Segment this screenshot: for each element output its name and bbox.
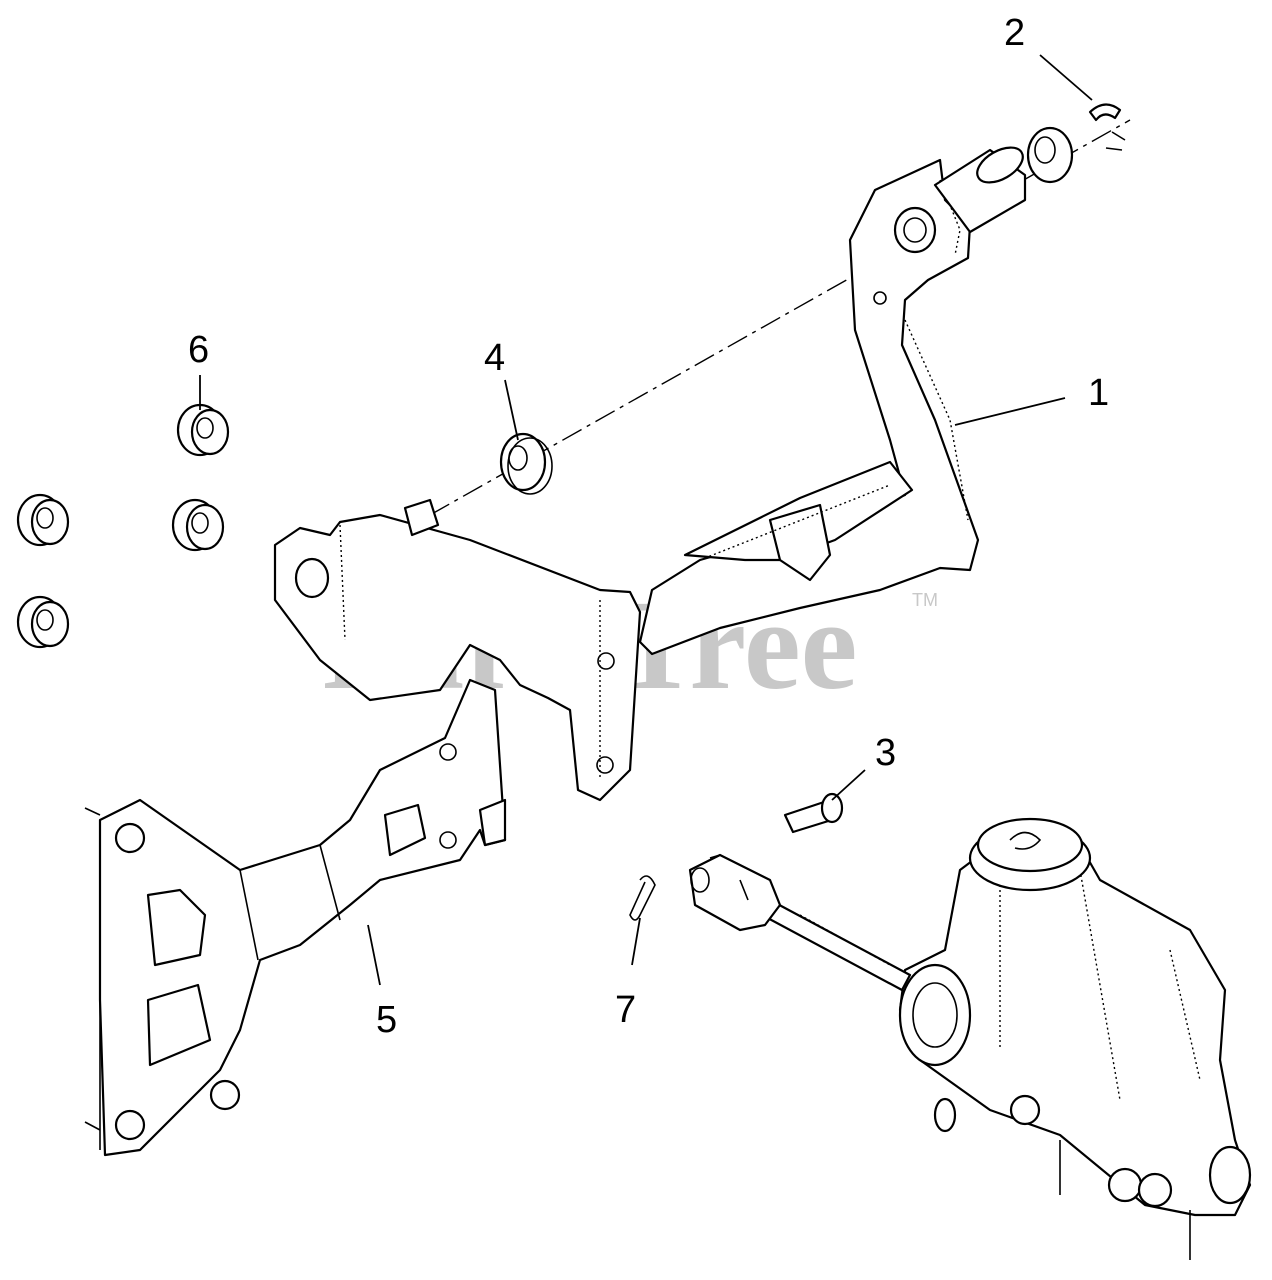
brake-pedal-arm[interactable] [638, 140, 1029, 656]
callout-5: 5 [376, 999, 397, 1041]
hairpin-clip[interactable] [629, 875, 656, 921]
leader-3 [831, 769, 866, 801]
watermark-tm: TM [912, 590, 938, 610]
flange-nut-left-upper[interactable] [16, 493, 70, 547]
lower-mount-bracket[interactable] [84, 678, 507, 1157]
flange-nut-top[interactable] [176, 403, 230, 457]
callout-2: 2 [1004, 12, 1025, 54]
leader-7 [631, 917, 641, 966]
master-cylinder[interactable] [688, 817, 1252, 1260]
pedal-mount-bracket[interactable] [273, 498, 642, 802]
callout-1: 1 [1088, 372, 1109, 414]
flange-nut-left-lower[interactable] [16, 595, 70, 649]
clip-and-bushing[interactable] [1026, 103, 1126, 184]
leader-1 [954, 397, 1066, 426]
callout-7: 7 [615, 989, 636, 1031]
callout-3: 3 [875, 732, 896, 774]
clevis-pin[interactable] [783, 792, 844, 834]
leader-4 [504, 379, 519, 441]
flange-nut-middle[interactable] [171, 498, 225, 552]
pivot-axis-line [429, 119, 1131, 516]
leader-5 [367, 924, 381, 986]
leader-2 [1039, 54, 1093, 101]
washer[interactable] [499, 432, 553, 495]
callout-4: 4 [484, 337, 505, 379]
callout-6: 6 [188, 329, 209, 371]
